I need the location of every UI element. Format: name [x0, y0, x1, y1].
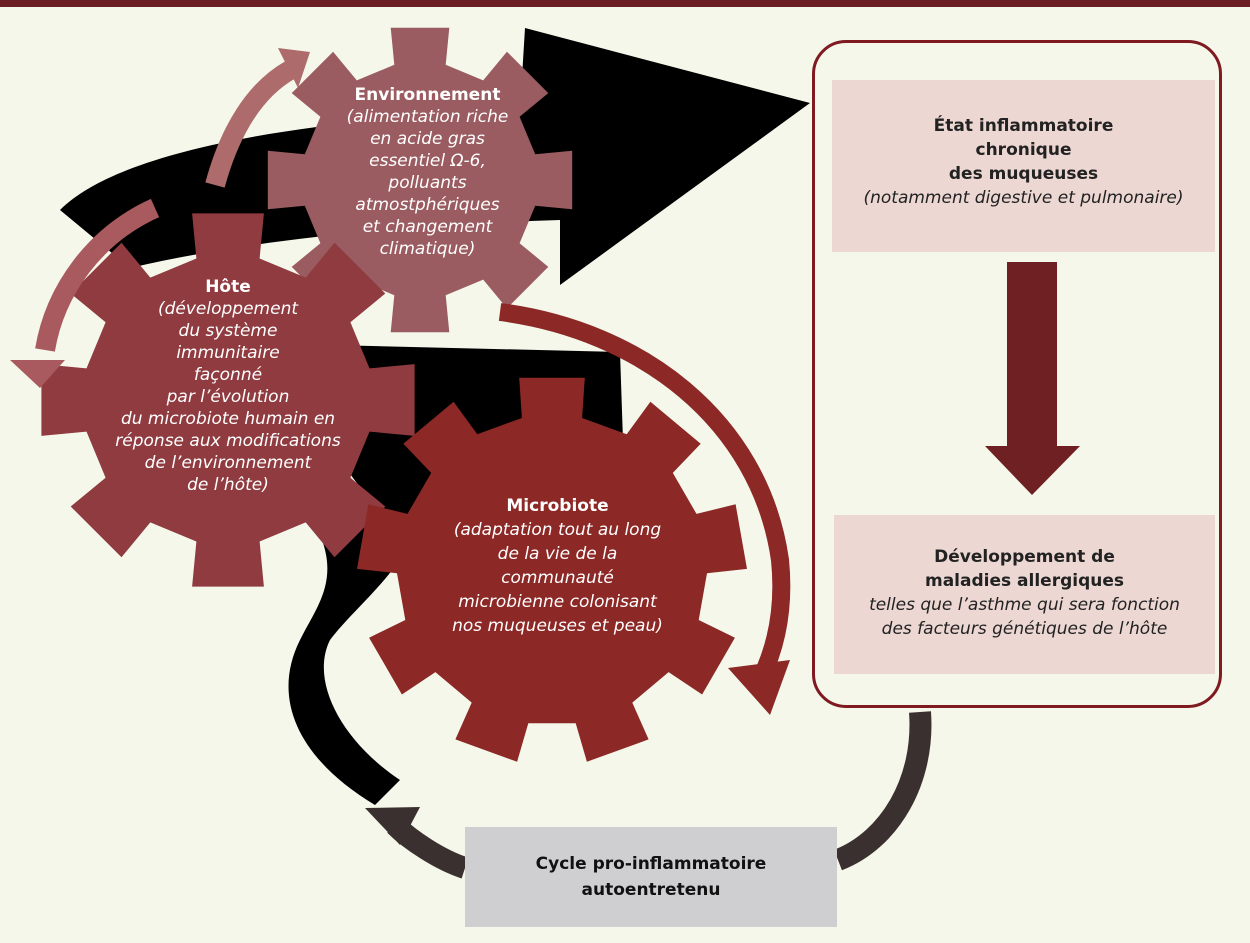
curved-arrow-red	[498, 303, 791, 685]
outcomes-panel	[812, 40, 1222, 708]
curved-arrow-up-head	[278, 48, 310, 88]
hote-text: (développement du système immunitaire fa…	[115, 299, 341, 495]
etat-inflammatoire-box: État inflammatoire chronique des muqueus…	[832, 80, 1215, 252]
curved-arrow-red-head	[728, 660, 790, 715]
cycle-arrow-head	[365, 807, 420, 845]
environnement-title: Environnement	[354, 85, 501, 105]
gear-hote	[41, 213, 415, 587]
hote-title: Hôte	[205, 277, 251, 297]
cycle-pro-inflammatoire-box: Cycle pro-inflammatoire autoentretenu	[465, 827, 837, 927]
microbiote-title: Microbiote	[506, 496, 609, 516]
developpement-box: Développement de maladies allergiques te…	[834, 515, 1215, 674]
environnement-text: (alimentation riche en acide gras essent…	[346, 107, 509, 259]
curved-arrow-up	[205, 61, 296, 188]
down-arrow-head	[985, 446, 1080, 495]
cycle-arrow-right	[833, 711, 932, 871]
hote-label: Hôte (développement du système immunitai…	[88, 276, 368, 496]
black-ribbon-lower	[288, 500, 420, 805]
curved-arrow-left-head	[10, 360, 65, 388]
top-border	[0, 0, 1250, 7]
developpement-text: telles que l’asthme qui sera fonction de…	[869, 595, 1180, 639]
environnement-label: Environnement (alimentation riche en aci…	[320, 84, 535, 260]
curved-arrow-left	[35, 198, 160, 352]
etat-title: État inflammatoire chronique des muqueus…	[933, 116, 1114, 184]
etat-text: (notamment digestive et pulmonaire)	[863, 188, 1184, 208]
microbiote-label: Microbiote (adaptation tout au long de l…	[430, 494, 685, 638]
developpement-title: Développement de maladies allergiques	[924, 547, 1124, 591]
microbiote-text: (adaptation tout au long de la vie de la…	[452, 520, 663, 636]
down-arrow-shaft	[1007, 262, 1057, 452]
gear-microbiote	[357, 377, 747, 762]
